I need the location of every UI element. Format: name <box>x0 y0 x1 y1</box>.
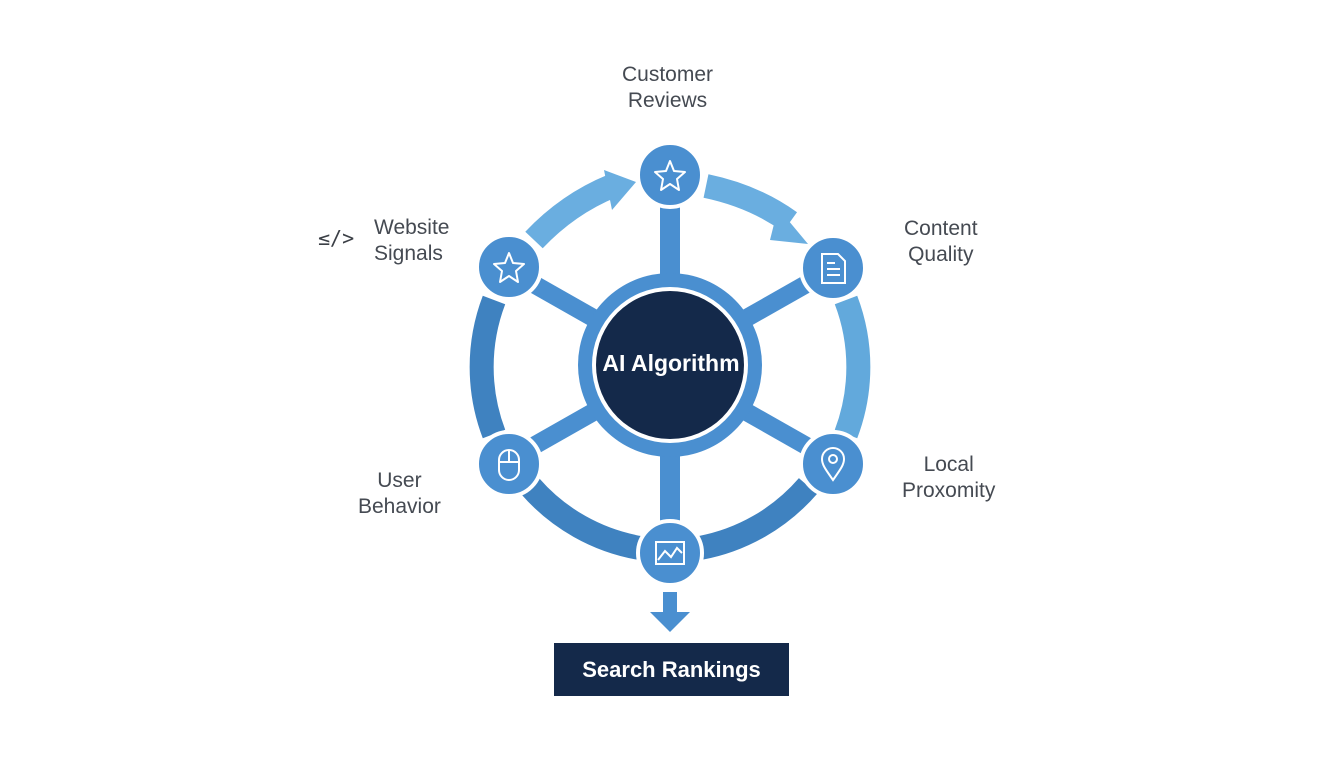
ring-arc-top-left <box>525 174 617 249</box>
node-user-behavior <box>475 430 543 498</box>
mouse-icon <box>498 449 520 481</box>
label-website-signals: Website Signals <box>374 216 450 265</box>
ring-arc-bottom-left <box>520 477 643 560</box>
node-content-quality <box>799 234 867 302</box>
arrow-down <box>650 592 690 632</box>
center-label: AI Algorithm <box>602 350 740 376</box>
node-customer-reviews <box>636 141 704 209</box>
center-circle <box>596 291 744 439</box>
star-icon <box>654 160 686 191</box>
search-rankings-label: Search Rankings <box>582 656 761 682</box>
map-pin-icon <box>820 447 846 482</box>
node-website-signals <box>475 233 543 301</box>
node-bottom <box>636 519 704 587</box>
image-chart-icon <box>655 541 685 565</box>
ring-arc-right <box>834 295 871 439</box>
label-customer-reviews: Customer Reviews <box>622 63 714 112</box>
document-icon <box>821 253 846 284</box>
star-icon <box>493 252 525 283</box>
label-local-proximity: Local Proxomity <box>902 453 996 502</box>
label-content-quality: Content Quality <box>904 217 978 266</box>
code-icon: ≤/> <box>318 226 355 250</box>
node-local-proximity <box>799 430 867 498</box>
search-rankings-box: Search Rankings <box>554 643 789 696</box>
ring-arc-bottom-right <box>697 477 818 560</box>
arrowhead-top-left <box>604 170 636 210</box>
ring-arc-left <box>469 295 506 439</box>
arrowhead-top-right <box>770 208 808 244</box>
label-user-behavior: User Behavior <box>358 469 441 518</box>
